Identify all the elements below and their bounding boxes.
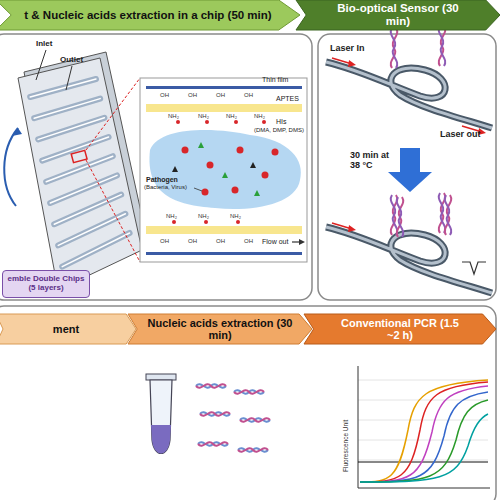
annotation-label: OH bbox=[216, 238, 225, 244]
annotation-label: NH₂ bbox=[230, 213, 241, 219]
annotation-label: OH bbox=[160, 238, 169, 244]
resonance-dip bbox=[462, 262, 486, 274]
time-arrow bbox=[388, 148, 432, 192]
annotation-label: Outlet bbox=[60, 56, 83, 64]
annotation-label: HIs bbox=[276, 118, 287, 125]
annotation-label: OH bbox=[160, 92, 169, 98]
annotation-label: 30 min at 38 °C bbox=[350, 150, 394, 171]
chevron-fill bbox=[0, 0, 300, 30]
annotation-label: OH bbox=[188, 92, 197, 98]
stage-banner: Bio-optical Sensor (30 min) bbox=[296, 0, 500, 30]
stage-banner: t & Nucleic acids extraction in a chip (… bbox=[0, 0, 300, 30]
axis-label: Fluorescence Unit bbox=[343, 420, 350, 472]
chevron-fill bbox=[128, 314, 312, 344]
stage-banner: ment bbox=[0, 314, 136, 344]
annotation-label: Pathogen bbox=[146, 176, 178, 183]
annotation-label: Laser out bbox=[440, 130, 481, 139]
annotation-label: NH₂ bbox=[198, 213, 209, 219]
node-text: t & Nucleic acids extraction in a chip (… bbox=[24, 9, 271, 22]
chevron-fill bbox=[0, 314, 136, 344]
chip-illustration bbox=[4, 50, 148, 290]
bottom-panel bbox=[0, 306, 496, 500]
label-box: emble Double Chips (5 layers) bbox=[2, 270, 90, 298]
ring-resonator bbox=[326, 26, 492, 135]
annotation-label: NH₂ bbox=[168, 113, 179, 119]
annotation-label: (Bacteria, Virus) bbox=[144, 184, 187, 190]
annotation-label: OH bbox=[216, 92, 225, 98]
dna-icons bbox=[196, 384, 270, 451]
node-text: emble Double Chips (5 layers) bbox=[4, 275, 88, 293]
annotation-label: OH bbox=[244, 238, 253, 244]
node-text: Bio-optical Sensor (30 min) bbox=[333, 2, 463, 27]
annotation-label: Laser In bbox=[330, 44, 365, 53]
annotation-label: OH bbox=[188, 238, 197, 244]
annotation-label: Thin film bbox=[262, 76, 288, 83]
stage-banner: Conventional PCR (1.5 ~2 h) bbox=[304, 314, 496, 344]
node-text: Conventional PCR (1.5 ~2 h) bbox=[335, 317, 465, 341]
chevron-fill bbox=[304, 314, 496, 344]
node-text: ment bbox=[53, 323, 79, 335]
right-panel bbox=[318, 34, 496, 300]
annotation-label: OH bbox=[244, 92, 253, 98]
chevron-fill bbox=[296, 0, 500, 30]
stage-banner: Nucleic acids extraction (30 min) bbox=[128, 314, 312, 344]
annotation-label: NH₂ bbox=[254, 113, 265, 119]
annotation-label: NH₂ bbox=[198, 113, 209, 119]
extraction-tube bbox=[146, 374, 176, 454]
annotation-label: Flow out bbox=[262, 238, 288, 245]
annotation-label: APTES bbox=[276, 95, 299, 102]
ring-resonator bbox=[326, 193, 492, 293]
annotation-label: NH₂ bbox=[166, 213, 177, 219]
annotation-label: NH₂ bbox=[226, 113, 237, 119]
node-text: Nucleic acids extraction (30 min) bbox=[140, 317, 300, 341]
pcr-chart bbox=[358, 366, 490, 488]
left-panel bbox=[0, 34, 312, 300]
annotation-label: (DMA, DMP, DMS) bbox=[254, 127, 304, 133]
annotation-label: Inlet bbox=[36, 40, 52, 48]
surface-zoom bbox=[140, 78, 307, 262]
